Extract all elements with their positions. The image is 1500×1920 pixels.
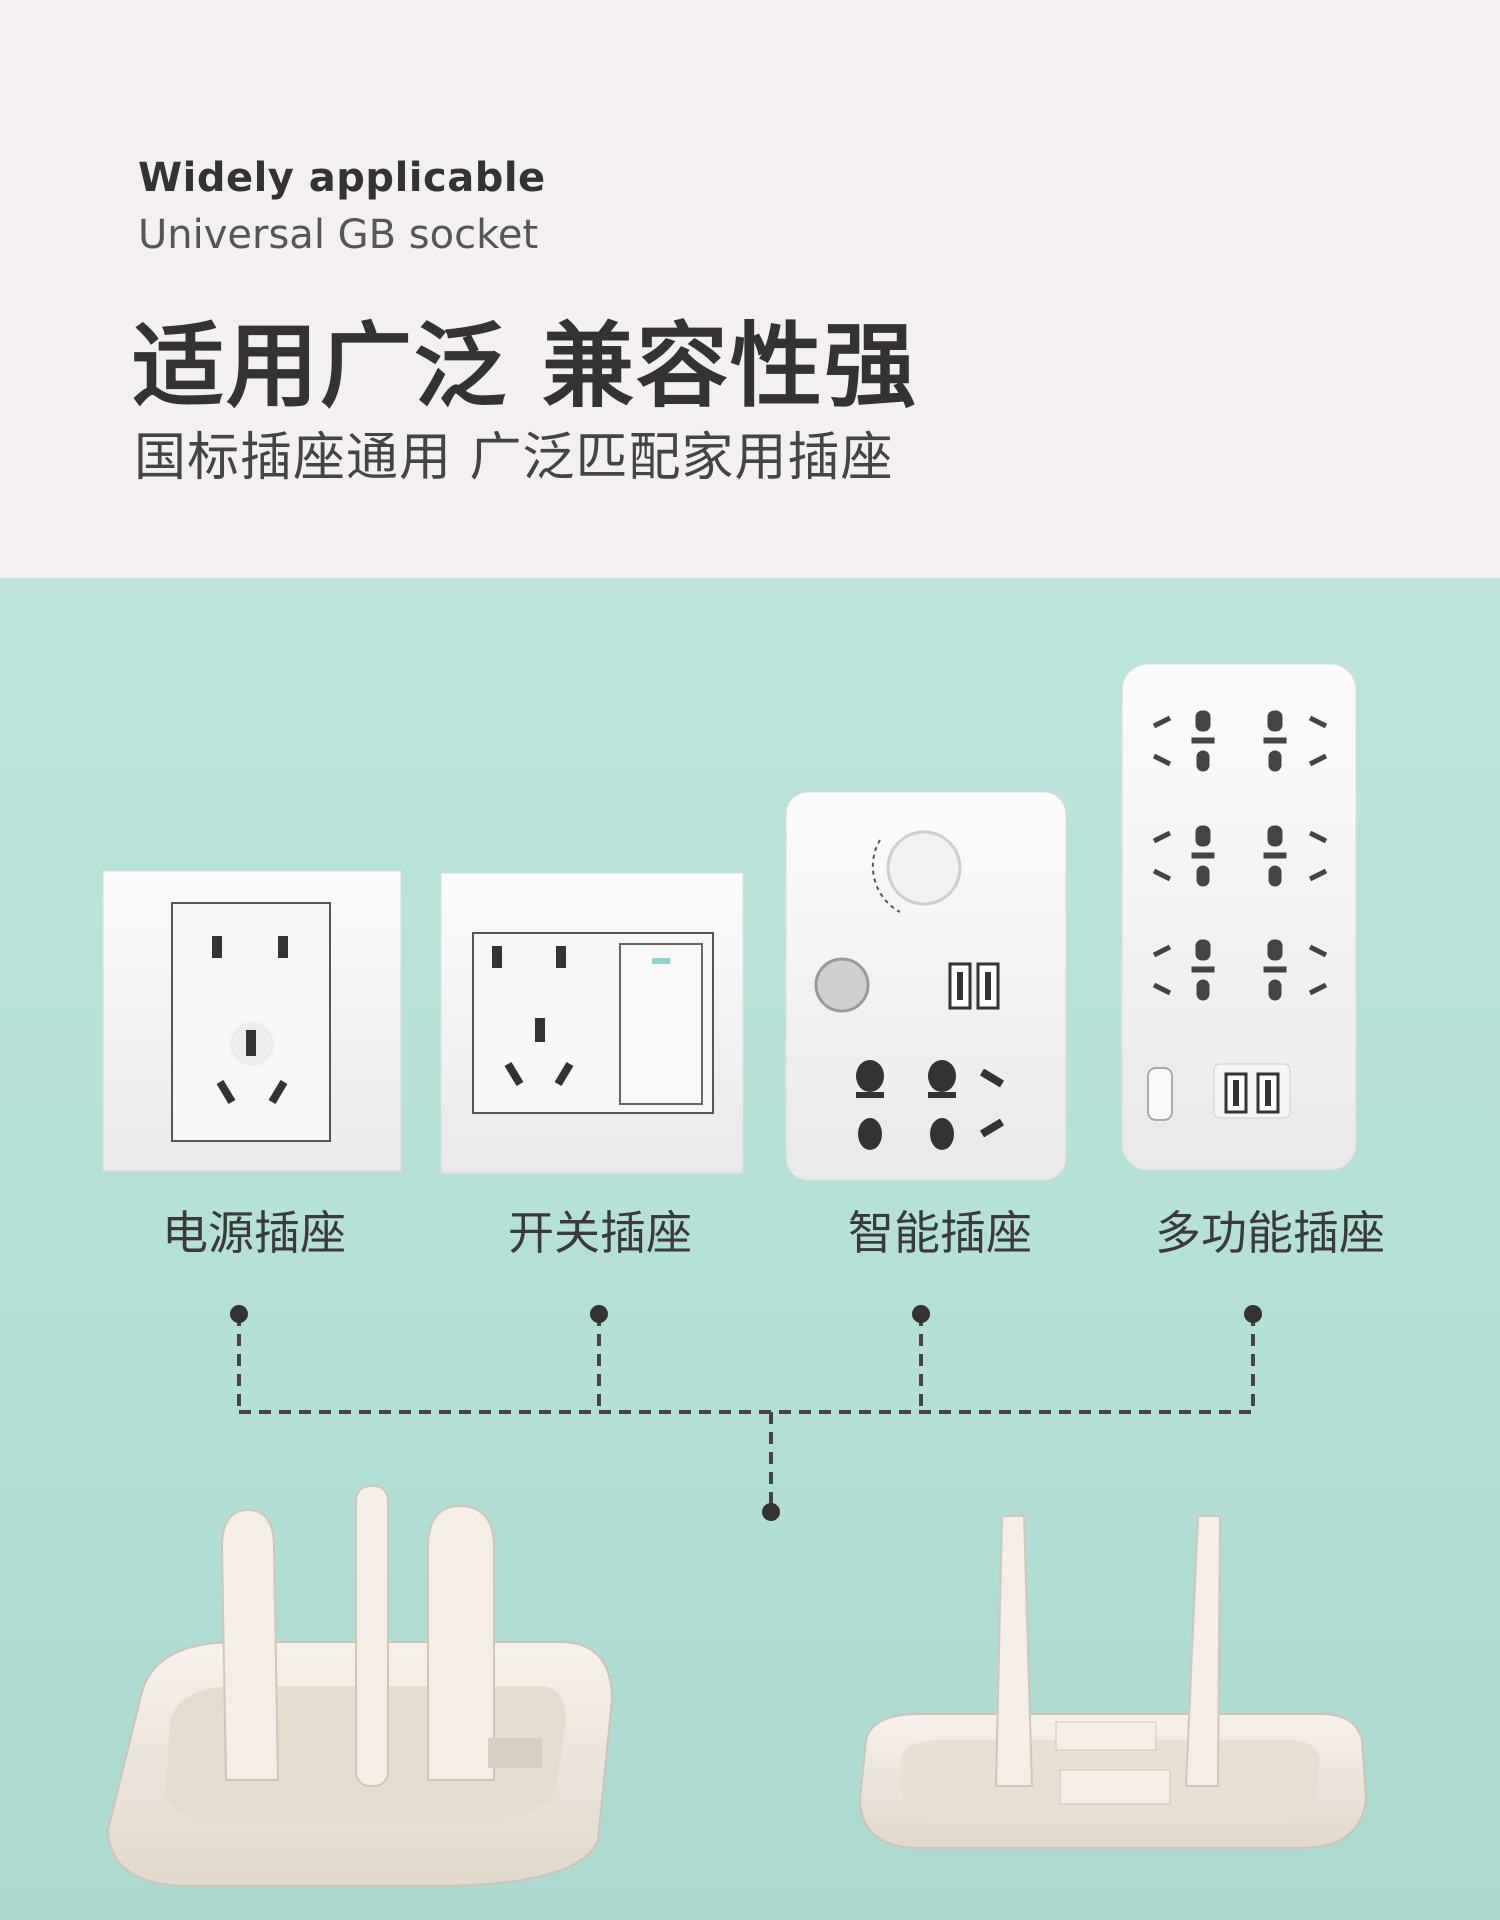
english-subtitle: Universal GB socket xyxy=(138,212,539,258)
label-switch-socket: 开关插座 xyxy=(508,1206,692,1260)
label-multifunction-socket: 多功能插座 xyxy=(1155,1206,1385,1260)
header-band xyxy=(0,0,1500,578)
plug-cover-three-prong-image xyxy=(106,1485,614,1887)
chinese-subtitle: 国标插座通用 广泛匹配家用插座 xyxy=(134,428,894,488)
english-title: Widely applicable xyxy=(138,155,546,201)
connector-lines xyxy=(237,1314,1255,1510)
power-strip-icon xyxy=(1121,663,1357,1171)
smart-socket-icon xyxy=(785,791,1067,1181)
label-smart-socket: 智能插座 xyxy=(848,1206,1032,1260)
chinese-title: 适用广泛 兼容性强 xyxy=(132,313,919,420)
wall-socket-five-hole-icon xyxy=(102,870,402,1172)
plug-cover-two-prong-image xyxy=(858,1515,1368,1849)
connector-dots xyxy=(230,1305,1262,1521)
label-power-socket: 电源插座 xyxy=(162,1206,346,1260)
switch-socket-icon xyxy=(440,872,744,1174)
